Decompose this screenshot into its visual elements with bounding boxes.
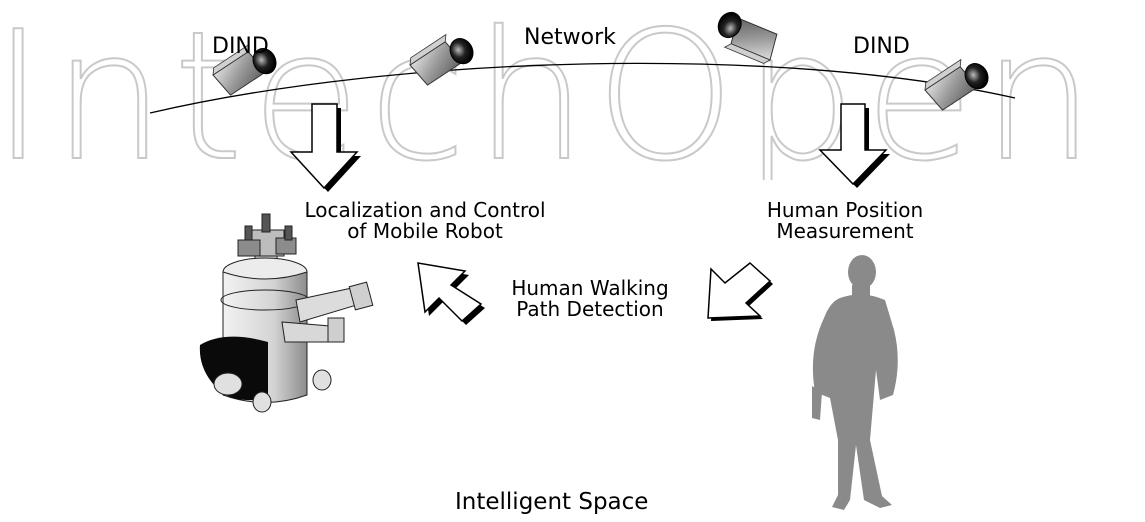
dind-left-label: DIND — [212, 34, 269, 59]
mobile-robot-icon — [199, 213, 374, 413]
camera-icon — [717, 11, 778, 64]
human-silhouette-icon — [812, 255, 898, 510]
network-label: Network — [524, 25, 616, 50]
camera-icon — [212, 43, 277, 96]
arrow-down-right — [818, 103, 890, 188]
camera-icon — [924, 58, 989, 111]
arrow-down-left-diag — [707, 262, 773, 321]
path-detection-label: Human Walking Path Detection — [490, 278, 690, 320]
dind-right-label: DIND — [853, 34, 910, 59]
robot-task-line1: Localization and Control — [304, 198, 546, 222]
human-task-label: Human Position Measurement — [745, 200, 945, 242]
robot-task-label: Localization and Control of Mobile Robot — [280, 200, 570, 242]
path-line2: Path Detection — [516, 297, 664, 321]
human-task-line2: Measurement — [776, 219, 914, 243]
robot-task-line2: of Mobile Robot — [347, 219, 503, 243]
arrow-down-left — [289, 103, 361, 192]
intelligent-space-label: Intelligent Space — [455, 489, 649, 515]
human-task-line1: Human Position — [766, 198, 924, 222]
arrow-up-left — [417, 262, 485, 325]
path-line1: Human Walking — [511, 276, 669, 300]
camera-icon — [409, 33, 474, 86]
network-line — [149, 62, 1016, 114]
